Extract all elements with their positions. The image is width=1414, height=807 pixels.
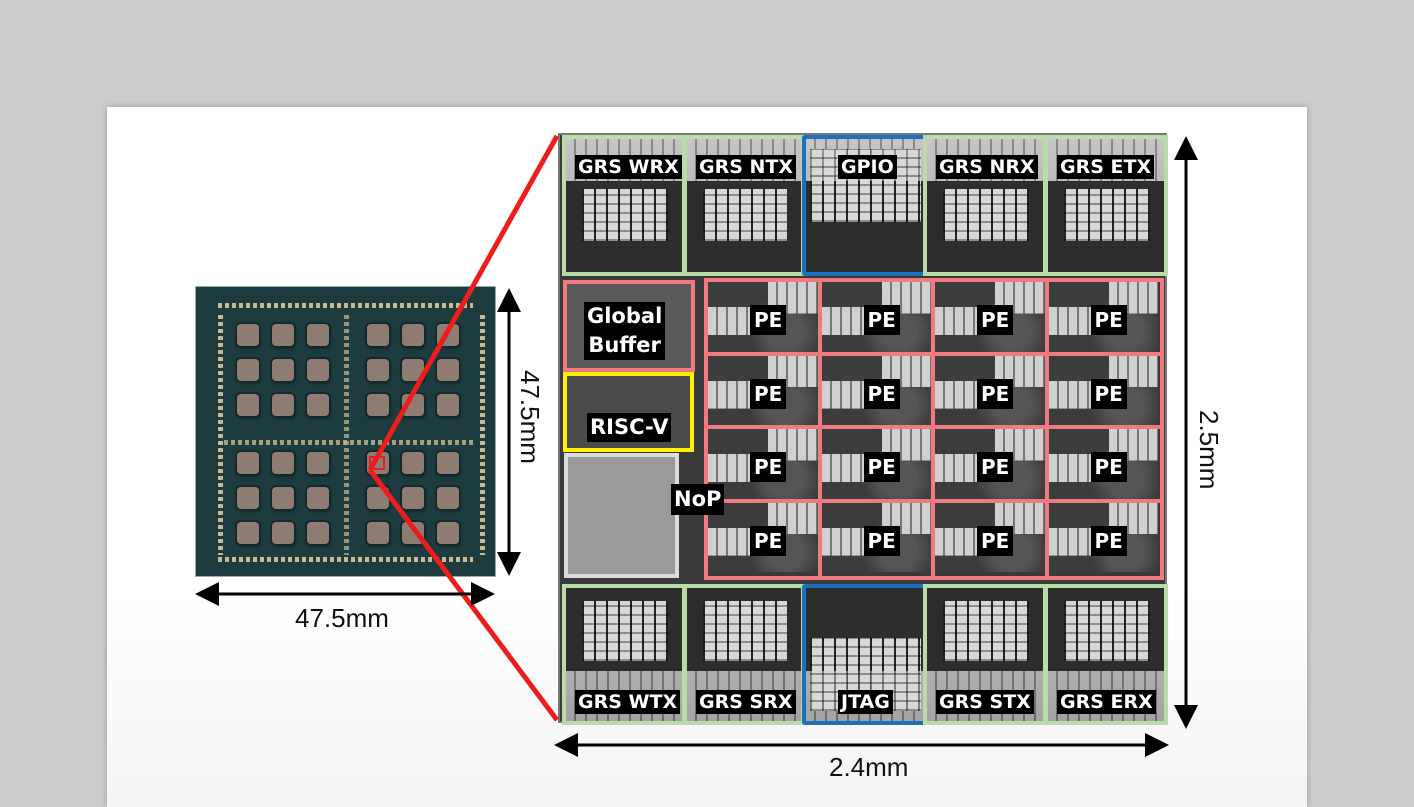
tile-circuit (1063, 600, 1151, 662)
pe-grid-line (706, 498, 1162, 503)
package-chiplet (307, 394, 329, 416)
package-chiplet (272, 487, 294, 509)
tile-circuit (581, 600, 669, 662)
package-chiplet (367, 394, 389, 416)
package-chiplet (402, 359, 424, 381)
pe-grid-line (931, 280, 935, 578)
package-chiplet (437, 359, 459, 381)
package-chiplet (402, 324, 424, 346)
top-row-label: GRS ETX (1057, 155, 1155, 179)
pe-label: PE (1090, 452, 1127, 482)
package-chiplet (367, 487, 389, 509)
bottom-row-label: GRS SRX (696, 690, 796, 714)
package-chiplet (437, 394, 459, 416)
pe-label: PE (1090, 378, 1127, 409)
tile-circuit (942, 189, 1030, 241)
riscv-block (563, 372, 694, 452)
pe-grid-line (706, 425, 1162, 429)
package-chiplet (237, 487, 259, 509)
pe-label: PE (863, 305, 900, 335)
package-chiplet (307, 522, 329, 544)
tile-circuit (702, 189, 788, 241)
bottom-row-label: GRS STX (936, 690, 1034, 714)
package-chiplet (272, 522, 294, 544)
package-chiplet (437, 452, 459, 474)
package-chiplet (367, 359, 389, 381)
pe-label: PE (977, 305, 1014, 335)
die-width-label: 2.4mm (829, 752, 909, 782)
package-chiplet (272, 452, 294, 474)
package-chiplet (437, 487, 459, 509)
tile-circuit (581, 189, 669, 241)
tile-circuit (702, 600, 788, 662)
pe-label: PE (750, 378, 787, 409)
package-chiplet (367, 324, 389, 346)
package-chiplet (237, 522, 259, 544)
package-chiplet (272, 359, 294, 381)
package-chiplet (272, 324, 294, 346)
pe-label: PE (863, 452, 900, 482)
package-chiplet (307, 324, 329, 346)
pe-grid-line (706, 351, 1162, 356)
package-chiplet (237, 452, 259, 474)
package-pads-mid (224, 440, 474, 445)
global-buffer-label-line1: Global (587, 304, 663, 328)
package-chiplet (437, 522, 459, 544)
pe-label: PE (863, 525, 900, 556)
unused-area (564, 453, 679, 578)
top-row-frame-4 (1044, 135, 1168, 276)
bottom-row-label: GRS ERX (1057, 690, 1156, 714)
pe-tile (708, 282, 818, 352)
package-chiplet (307, 487, 329, 509)
zoom-line-top (367, 134, 560, 472)
top-row-label: GRS WRX (575, 155, 682, 179)
pe-label: PE (1090, 305, 1127, 335)
die-height-label: 2.5mm (1194, 410, 1224, 490)
pe-label: PE (977, 452, 1014, 482)
pe-grid-line (1044, 280, 1049, 578)
package-chiplet (367, 522, 389, 544)
tile-circuit (1063, 189, 1151, 241)
pe-tile (1048, 355, 1158, 425)
package-pads-left (218, 315, 223, 555)
package-pads-right (480, 315, 485, 555)
package-width-label: 47.5mm (295, 603, 389, 633)
package-chiplet (402, 452, 424, 474)
riscv-label: RISC-V (587, 413, 672, 442)
bottom-row-label: JTAG (838, 690, 893, 714)
package-chiplet (237, 394, 259, 416)
pe-label: PE (863, 378, 900, 409)
package-height-label: 47.5mm (515, 370, 545, 464)
tile-circuit (942, 600, 1030, 662)
pe-label: PE (1090, 525, 1127, 556)
pe-label: PE (750, 525, 787, 556)
package-chiplet (307, 452, 329, 474)
global-buffer-label: Global Buffer (584, 302, 666, 360)
pe-label: PE (750, 305, 787, 335)
top-row-tile-gpio (805, 138, 926, 273)
pe-grid-line (817, 280, 822, 578)
pe-label: PE (977, 378, 1014, 409)
pe-label: PE (750, 452, 787, 482)
pe-label: PE (977, 525, 1014, 556)
package-pads-center (344, 315, 349, 555)
package-chiplet (237, 359, 259, 381)
global-buffer-label-line2: Buffer (588, 333, 661, 357)
package-chiplet (237, 324, 259, 346)
package-pads-bottom (218, 557, 473, 562)
top-row-label: GRS NRX (936, 155, 1038, 179)
package-chiplet (307, 359, 329, 381)
top-row-label: GPIO (838, 155, 897, 179)
bottom-row-frame-4 (1044, 584, 1168, 725)
top-row-label: GRS NTX (696, 155, 797, 179)
package-chiplet (402, 487, 424, 509)
package-chiplet (272, 394, 294, 416)
pe-tile (821, 355, 931, 425)
package-pads-top (218, 303, 473, 308)
bottom-row-label: GRS WTX (575, 690, 681, 714)
nop-label: NoP (671, 484, 725, 515)
